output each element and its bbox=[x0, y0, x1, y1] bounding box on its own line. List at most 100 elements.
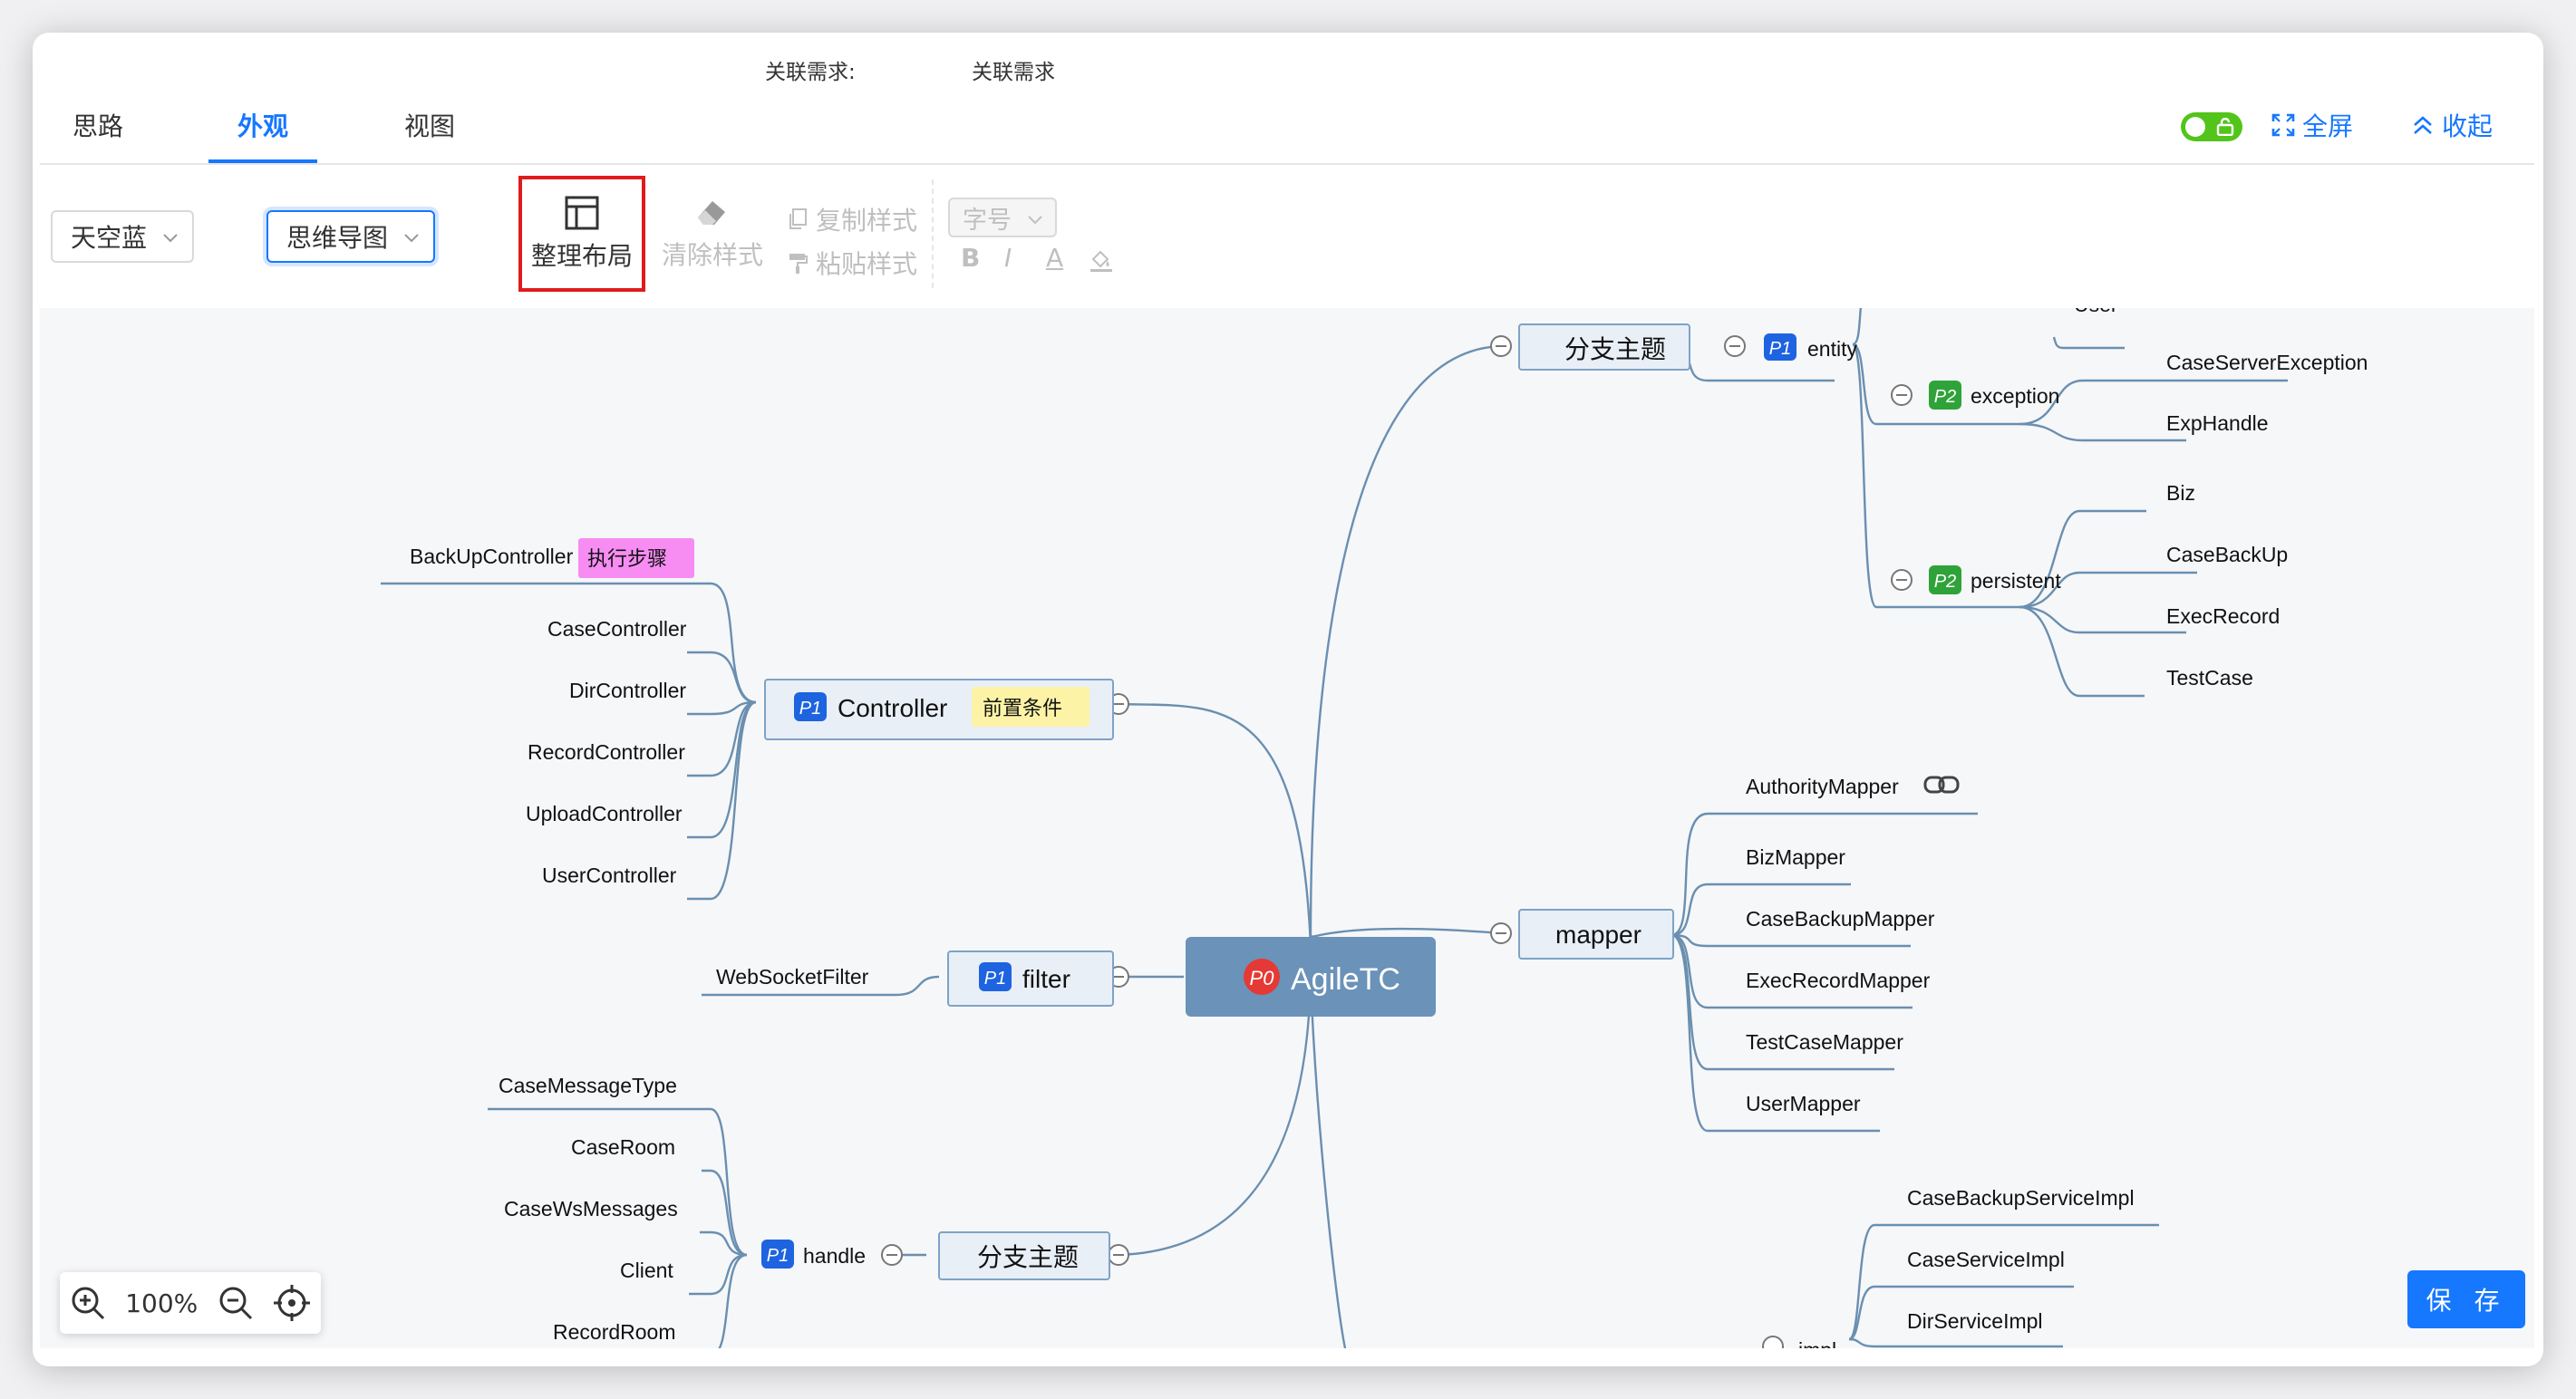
copy-style-button[interactable]: 复制样式 bbox=[787, 201, 917, 237]
entity-label: entity bbox=[1807, 337, 1857, 361]
copy-style-label: 复制样式 bbox=[816, 206, 918, 236]
service-impl-child[interactable]: DirServiceImpl bbox=[1907, 1309, 2043, 1333]
execution-steps-tag: 执行步骤 bbox=[587, 547, 667, 570]
persistent-priority: P2 bbox=[1934, 572, 1956, 592]
persistent-child[interactable]: Biz bbox=[2166, 481, 2195, 505]
theme-select[interactable]: 天空蓝 bbox=[51, 210, 194, 263]
controller-child[interactable]: UserController bbox=[542, 864, 677, 887]
branch-topic-bottom[interactable]: 分支主题 bbox=[938, 1231, 1110, 1280]
entity-child-partial: User bbox=[2074, 308, 2118, 316]
lock-open-icon bbox=[2216, 118, 2234, 136]
exception-child[interactable]: CaseServerException bbox=[2166, 351, 2368, 374]
service-impl-node-partial[interactable]: impl bbox=[1798, 1338, 1836, 1348]
app-window: 关联需求: 关联需求 思路 外观 视图 全屏 收起 天空蓝 思维导图 bbox=[33, 33, 2543, 1366]
controller-node[interactable]: P1 Controller 前置条件 bbox=[764, 679, 1114, 740]
handle-child[interactable]: CaseMessageType bbox=[499, 1074, 677, 1097]
clear-style-label: 清除样式 bbox=[662, 240, 764, 270]
persistent-node[interactable]: P2 persistent bbox=[1929, 565, 2061, 594]
active-tab-indicator bbox=[208, 159, 317, 164]
controller-child[interactable]: DirController bbox=[569, 679, 686, 702]
branch-topic-bottom-label: 分支主题 bbox=[977, 1243, 1079, 1271]
tabs-divider bbox=[40, 163, 2534, 165]
tab-thinking[interactable]: 思路 bbox=[73, 111, 124, 141]
collapse-button[interactable]: 收起 bbox=[2411, 107, 2493, 143]
mapper-child[interactable]: BizMapper bbox=[1746, 845, 1845, 869]
handle-priority: P1 bbox=[767, 1246, 789, 1266]
mapper-child[interactable]: AuthorityMapper bbox=[1746, 775, 1899, 798]
paint-roller-icon bbox=[789, 254, 808, 274]
clear-style-button[interactable]: 清除样式 bbox=[662, 196, 763, 272]
fill-color-icon[interactable] bbox=[1088, 246, 1115, 274]
filter-child[interactable]: WebSocketFilter bbox=[716, 965, 869, 989]
controller-label: Controller bbox=[838, 694, 947, 722]
persistent-label: persistent bbox=[1971, 569, 2061, 593]
associated-requirement-value[interactable]: 关联需求 bbox=[972, 61, 1055, 84]
root-node[interactable]: P0 AgileTC bbox=[1186, 937, 1436, 1017]
tab-appearance[interactable]: 外观 bbox=[237, 111, 289, 141]
branch-topic-top[interactable]: 分支主题 bbox=[1518, 323, 1690, 371]
mapper-label: mapper bbox=[1555, 921, 1641, 949]
filter-node[interactable]: P1 filter bbox=[947, 950, 1114, 1007]
persistent-child[interactable]: ExecRecord bbox=[2166, 604, 2280, 628]
zoom-out-icon[interactable] bbox=[218, 1285, 254, 1321]
mapper-child[interactable]: ExecRecordMapper bbox=[1746, 969, 1931, 992]
precondition-tag: 前置条件 bbox=[983, 697, 1062, 719]
mapper-child[interactable]: CaseBackupMapper bbox=[1746, 907, 1935, 931]
mapper-child[interactable]: TestCaseMapper bbox=[1746, 1030, 1903, 1054]
controller-child[interactable]: RecordController bbox=[528, 740, 685, 764]
controller-child[interactable]: UploadController bbox=[526, 802, 683, 825]
fullscreen-button[interactable]: 全屏 bbox=[2271, 107, 2353, 143]
arrange-layout-label: 整理布局 bbox=[530, 241, 633, 271]
mindmap-edges bbox=[381, 308, 2288, 1348]
theme-select-value: 天空蓝 bbox=[71, 223, 148, 253]
layout-type-select[interactable]: 思维导图 bbox=[266, 210, 435, 263]
locate-center-icon[interactable] bbox=[273, 1284, 311, 1322]
edit-lock-toggle[interactable] bbox=[2181, 112, 2242, 141]
associated-requirement-label: 关联需求: bbox=[765, 61, 856, 84]
save-button[interactable]: 保 存 bbox=[2407, 1270, 2525, 1328]
entity-node[interactable]: P1 entity bbox=[1764, 333, 1857, 361]
eraser-icon bbox=[698, 201, 725, 225]
link-icon[interactable] bbox=[1923, 776, 1960, 794]
paste-style-button[interactable]: 粘贴样式 bbox=[787, 245, 917, 281]
service-impl-child[interactable]: CaseBackupServiceImpl bbox=[1907, 1186, 2135, 1210]
filter-label: filter bbox=[1022, 965, 1070, 993]
service-impl-child[interactable]: CaseServiceImpl bbox=[1907, 1248, 2065, 1271]
mapper-node[interactable]: mapper bbox=[1518, 909, 1674, 960]
bold-button[interactable]: B bbox=[961, 243, 981, 273]
layout-type-select-value: 思维导图 bbox=[286, 223, 389, 253]
handle-node[interactable]: P1 handle bbox=[761, 1240, 866, 1269]
controller-child[interactable]: BackUpController bbox=[410, 545, 574, 568]
font-size-placeholder: 字号 bbox=[963, 206, 1012, 235]
exception-child[interactable]: ExpHandle bbox=[2166, 411, 2269, 435]
handle-child[interactable]: CaseRoom bbox=[571, 1135, 675, 1159]
exception-label: exception bbox=[1971, 384, 2059, 408]
italic-button[interactable]: I bbox=[1004, 243, 1012, 273]
toolbar-divider bbox=[932, 179, 934, 288]
paste-style-label: 粘贴样式 bbox=[816, 249, 918, 279]
handle-label: handle bbox=[803, 1244, 866, 1268]
mapper-child[interactable]: UserMapper bbox=[1746, 1092, 1861, 1115]
handle-child[interactable]: CaseWsMessages bbox=[504, 1197, 678, 1221]
zoom-level: 100% bbox=[125, 1288, 199, 1318]
collapse-toggles[interactable] bbox=[881, 335, 1913, 1348]
mindmap-canvas[interactable]: P0 AgileTC 分支主题 P1 entity User P2 except… bbox=[40, 308, 2534, 1348]
font-size-select[interactable]: 字号 bbox=[948, 198, 1057, 237]
fullscreen-icon bbox=[2271, 113, 2295, 137]
controller-child[interactable]: CaseController bbox=[547, 617, 687, 641]
tab-view[interactable]: 视图 bbox=[404, 111, 456, 141]
persistent-child[interactable]: TestCase bbox=[2166, 666, 2253, 690]
font-color-button[interactable]: A bbox=[1046, 243, 1064, 273]
arrange-layout-button[interactable]: 整理布局 bbox=[518, 176, 645, 292]
toggle-knob bbox=[2185, 117, 2205, 137]
chevron-down-icon bbox=[163, 234, 178, 243]
handle-child[interactable]: Client bbox=[620, 1259, 673, 1282]
entity-priority: P1 bbox=[1769, 339, 1791, 359]
priority-badge-p0 bbox=[1244, 959, 1280, 995]
persistent-child[interactable]: CaseBackUp bbox=[2166, 543, 2288, 566]
filter-priority: P1 bbox=[984, 969, 1006, 989]
handle-child[interactable]: RecordRoom bbox=[553, 1320, 676, 1344]
exception-node[interactable]: P2 exception bbox=[1929, 381, 2059, 410]
controller-priority: P1 bbox=[799, 699, 821, 719]
zoom-in-icon[interactable] bbox=[70, 1285, 106, 1321]
